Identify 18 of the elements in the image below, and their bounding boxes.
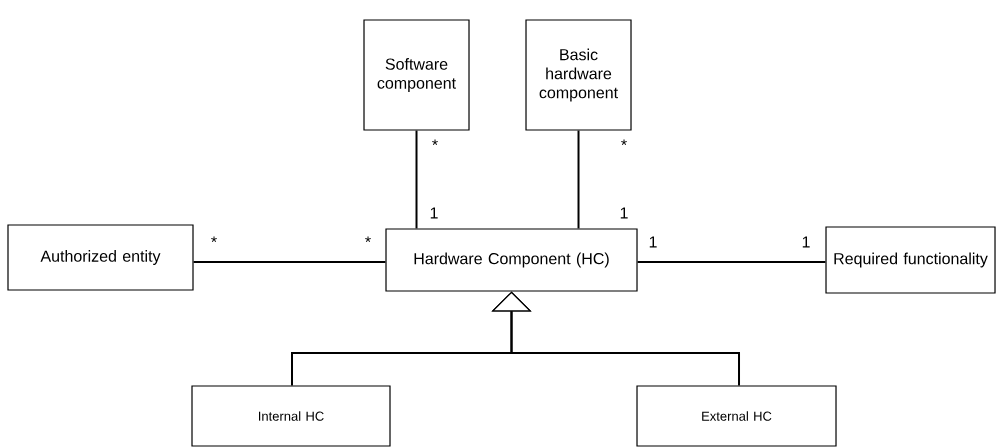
multiplicity-label: 1 [649,236,657,248]
multiplicity-label: 1 [802,236,810,248]
association-line [415,129,418,230]
class-box: Hardware Component (HC) [385,228,638,292]
class-box: Basic hardware component [525,19,632,131]
association-line [577,129,580,230]
multiplicity-label: * [365,236,371,243]
class-box: Authorized entity [7,224,194,291]
multiplicity-label: 1 [430,207,438,219]
association-line [636,261,827,263]
class-box: Software component [363,19,470,131]
class-box: Internal HC [191,385,391,447]
multiplicity-label: * [211,236,217,243]
association-line [192,261,387,263]
generalization-arrow [492,291,740,387]
class-box: External HC [636,385,837,447]
class-box: Required functionality [825,226,996,294]
multiplicity-label: * [432,139,438,146]
